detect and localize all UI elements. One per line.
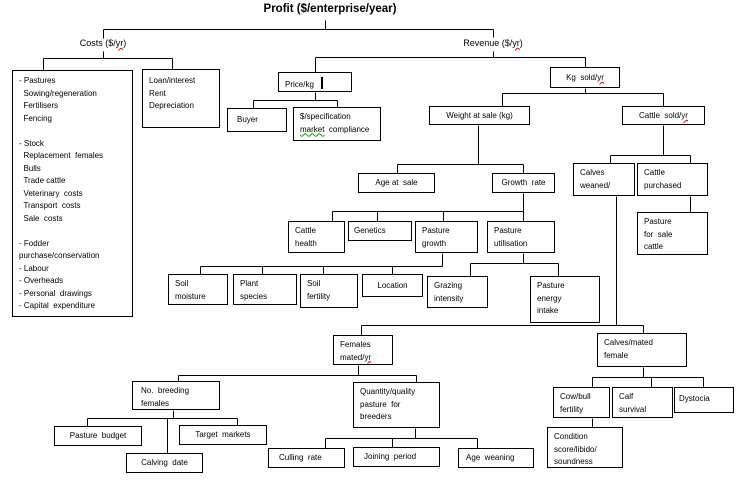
diagram-title[interactable]: Profit ($/enterprise/year) bbox=[263, 3, 397, 15]
node-buyer[interactable]: Buyer bbox=[227, 108, 287, 132]
node-plant-species[interactable]: Plant species bbox=[233, 274, 297, 305]
node-cattle-health[interactable]: Cattle health bbox=[288, 221, 345, 253]
node-cattle-sold-per-yr[interactable]: Cattle sold/yr bbox=[622, 106, 705, 125]
costs-branch-label[interactable]: Costs ($/yr) bbox=[79, 38, 127, 48]
node-age-at-sale[interactable]: Age at sale bbox=[358, 173, 435, 193]
misspelled-word: yr bbox=[597, 73, 604, 82]
node-cow-bull-fertility[interactable]: Cow/bull fertility bbox=[553, 387, 610, 418]
node-kg-sold-per-yr[interactable]: Kg sold/yr bbox=[550, 67, 620, 88]
node-quantity-quality-pasture-breeders[interactable]: Quantity/quality pasture for breeders bbox=[353, 382, 440, 428]
node-calving-date[interactable]: Calving date bbox=[126, 453, 203, 473]
node-dystocia[interactable]: Dystocia bbox=[674, 387, 734, 413]
node-pasture-for-sale-cattle[interactable]: Pasture for sale cattle bbox=[637, 212, 708, 255]
node-specification-market-compliance[interactable]: $/specification market compliance bbox=[293, 107, 381, 141]
misspelled-word: yr bbox=[364, 352, 372, 362]
node-joining-period[interactable]: Joining period bbox=[353, 447, 440, 467]
node-location[interactable]: Location bbox=[362, 274, 423, 297]
node-grazing-intensity[interactable]: Grazing intensity bbox=[427, 276, 488, 308]
node-calves-per-mated-female[interactable]: Calves/mated female bbox=[597, 333, 687, 367]
node-age-weaning[interactable]: Age weaning bbox=[458, 448, 534, 468]
text-cursor bbox=[320, 77, 323, 89]
node-growth-rate[interactable]: Growth rate bbox=[492, 173, 555, 193]
node-costs-list[interactable]: - Pastures Sowing/regeneration Fertilise… bbox=[12, 70, 133, 317]
revenue-branch-label[interactable]: Revenue ($/yr) bbox=[463, 38, 523, 48]
node-females-mated-per-yr[interactable]: Females mated/yr bbox=[333, 335, 393, 365]
node-loan-interest-rent-depreciation[interactable]: Loan/interest Rent Depreciation bbox=[142, 69, 220, 128]
node-weight-at-sale[interactable]: Weight at sale (kg) bbox=[429, 106, 530, 125]
misspelled-word: yr bbox=[681, 111, 688, 120]
node-cattle-purchased[interactable]: Cattle purchased bbox=[637, 163, 708, 196]
node-culling-rate[interactable]: Culling rate bbox=[268, 448, 345, 468]
node-soil-fertility[interactable]: Soil fertility bbox=[300, 274, 358, 308]
node-pasture-growth[interactable]: Pasture growth bbox=[415, 221, 478, 253]
node-calves-weaned[interactable]: Calves weaned/ bbox=[573, 163, 635, 196]
node-condition-score-libido-soundness[interactable]: Condition score/libido/ soundness bbox=[547, 427, 623, 468]
node-pasture-energy-intake[interactable]: Pasture energy intake bbox=[530, 276, 600, 323]
node-target-markets[interactable]: Target markets bbox=[179, 425, 267, 445]
node-no-breeding-females[interactable]: No. breeding females bbox=[132, 381, 220, 410]
node-calf-survival[interactable]: Calf survival bbox=[612, 387, 673, 418]
node-price-per-kg[interactable]: Price/kg bbox=[278, 72, 352, 92]
node-pasture-budget[interactable]: Pasture budget bbox=[54, 426, 142, 446]
misspelled-word: yr bbox=[512, 38, 520, 48]
node-soil-moisture[interactable]: Soil moisture bbox=[168, 274, 228, 305]
node-genetics[interactable]: Genetics bbox=[348, 221, 412, 241]
node-pasture-utilisation[interactable]: Pasture utilisation bbox=[487, 221, 555, 253]
misspelled-word: yr bbox=[115, 38, 124, 48]
grammar-flagged-word: market bbox=[300, 124, 325, 134]
